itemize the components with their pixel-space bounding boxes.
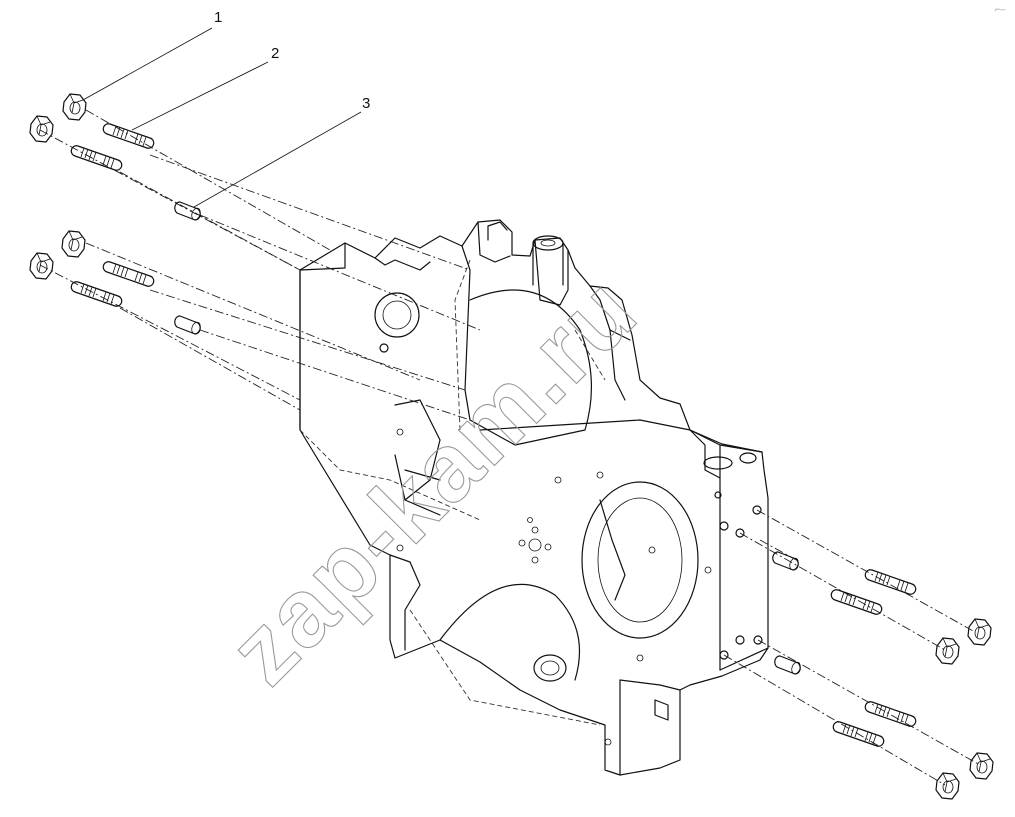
- nut-right-lower-a: [969, 752, 994, 780]
- stud-middle-a: [102, 261, 155, 287]
- dowel-right-upper: [772, 551, 801, 572]
- nut-part-1: [62, 93, 87, 121]
- nut-part-1b: [29, 115, 54, 143]
- stud-part-2b: [70, 145, 123, 171]
- corner-mark: ⌐–: [995, 4, 1005, 14]
- callout-2: 2: [131, 45, 279, 131]
- nut-middle-a: [61, 230, 86, 258]
- gear-housing: [299, 219, 769, 776]
- stud-right-lower-a: [864, 701, 917, 727]
- nut-right-upper-a: [967, 618, 992, 646]
- stud-right-upper-a: [864, 569, 917, 595]
- watermark-text: zap-kam.ru: [209, 257, 657, 705]
- right-lower-fastener-set: [723, 639, 994, 800]
- dowel-right-lower: [774, 655, 803, 676]
- upper-left-fastener-set: [29, 93, 481, 331]
- callout-number-3: 3: [362, 95, 370, 112]
- dowel-middle: [174, 315, 203, 336]
- callout-1: 1: [82, 9, 222, 101]
- nut-right-lower-b: [935, 772, 960, 800]
- callout-number-2: 2: [271, 45, 279, 62]
- middle-left-fastener-set: [29, 230, 471, 421]
- right-upper-fastener-set: [739, 509, 992, 665]
- callout-3: 3: [193, 95, 370, 208]
- callout-number-1: 1: [214, 9, 222, 26]
- stud-right-upper-b: [830, 589, 883, 615]
- nut-right-upper-b: [935, 637, 960, 665]
